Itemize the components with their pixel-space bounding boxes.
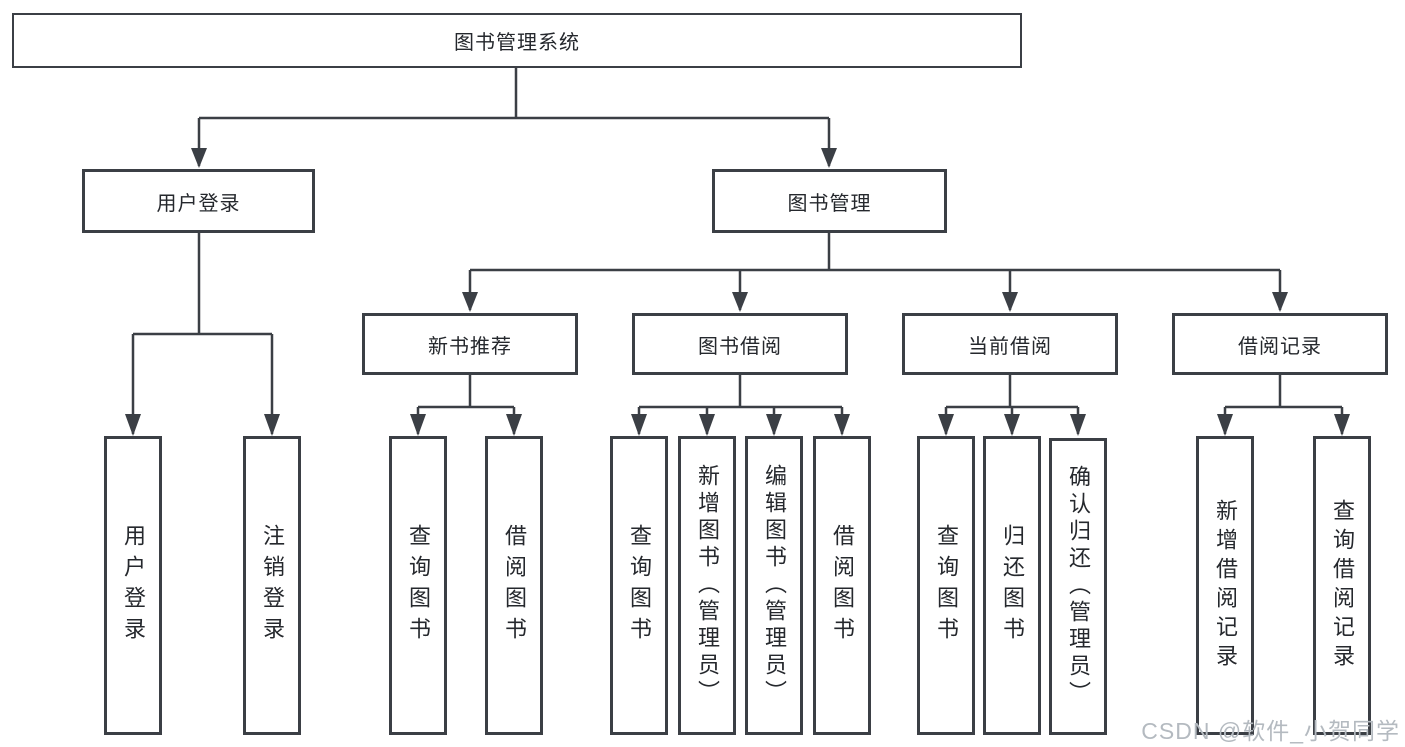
leaf-query-books-current: 查询图书 [917, 436, 975, 735]
leaf-add-borrow-record: 新增借阅记录 [1196, 436, 1254, 735]
leaf-add-books-admin: 新增图书（管理员） [678, 436, 736, 735]
leaf-query-books-borrowing: 查询图书 [610, 436, 668, 735]
connector-path [131, 68, 1344, 434]
csdn-watermark: CSDN @软件_小贺同学 [1141, 718, 1400, 744]
leaf-confirm-return-admin: 确认归还（管理员） [1049, 438, 1107, 735]
leaf-edit-books-admin: 编辑图书（管理员） [745, 436, 803, 735]
leaf-return-books: 归还图书 [983, 436, 1041, 735]
leaf-logout: 注销登录 [243, 436, 301, 735]
leaf-query-books-recommend: 查询图书 [389, 436, 447, 735]
node-user-login-branch: 用户登录 [82, 169, 315, 233]
node-current-borrowing: 当前借阅 [902, 313, 1118, 375]
leaf-query-borrow-record: 查询借阅记录 [1313, 436, 1371, 735]
node-book-borrowing: 图书借阅 [632, 313, 848, 375]
node-root: 图书管理系统 [12, 13, 1022, 68]
node-new-book-recommendation: 新书推荐 [362, 313, 578, 375]
node-borrowing-records: 借阅记录 [1172, 313, 1388, 375]
leaf-borrow-books-recommend: 借阅图书 [485, 436, 543, 735]
node-book-management: 图书管理 [712, 169, 947, 233]
leaf-borrow-books-borrowing: 借阅图书 [813, 436, 871, 735]
arrowheads [125, 148, 1350, 436]
leaf-user-login: 用户登录 [104, 436, 162, 735]
